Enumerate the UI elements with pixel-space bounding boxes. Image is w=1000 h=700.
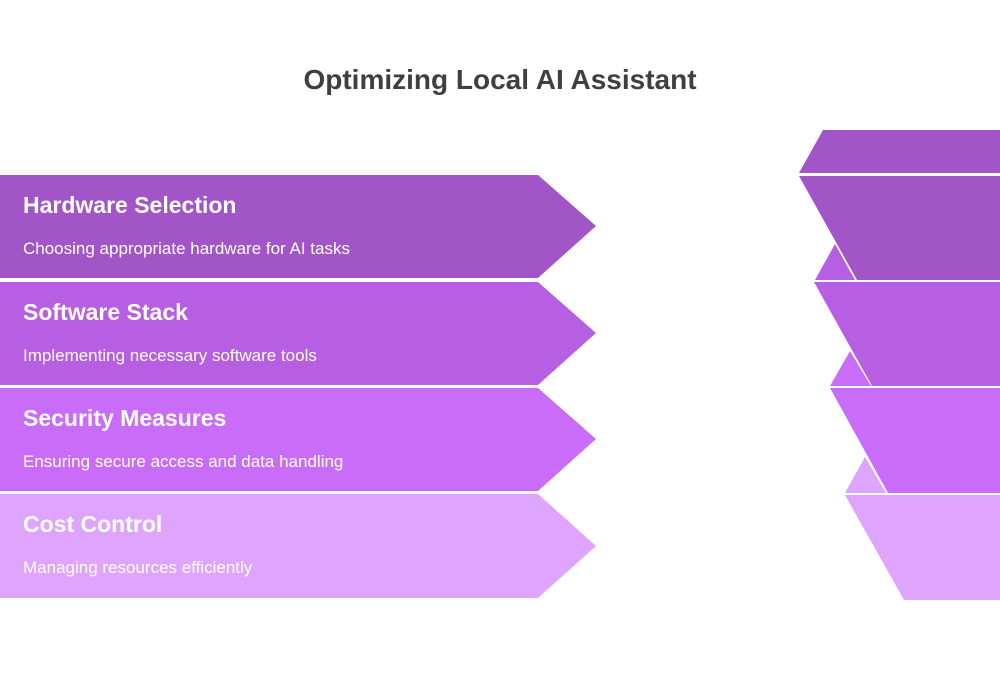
stack-fold-4	[845, 457, 886, 493]
step-heading: Cost Control	[23, 511, 163, 537]
step-description: Ensuring secure access and data handling	[23, 452, 344, 471]
arrow-cost-control	[0, 494, 596, 598]
step-heading: Software Stack	[23, 299, 188, 325]
stack-fold-2	[815, 244, 855, 280]
stack-fold-3	[830, 351, 871, 386]
stack-band-4	[845, 495, 1000, 600]
arrow-software-stack	[0, 282, 596, 385]
step-description: Implementing necessary software tools	[23, 346, 317, 365]
stack-band-3	[830, 388, 1000, 493]
step-heading: Hardware Selection	[23, 192, 237, 218]
step-heading: Security Measures	[23, 405, 227, 431]
arrow-security-measures	[0, 388, 596, 491]
stack-band-2	[814, 282, 1000, 386]
stack-band-1	[799, 176, 1000, 280]
diagram-title: Optimizing Local AI Assistant	[303, 64, 697, 95]
arrow-hardware-selection	[0, 175, 596, 278]
stack-cap	[799, 130, 1000, 173]
step-description: Managing resources efficiently	[23, 558, 253, 577]
step-description: Choosing appropriate hardware for AI tas…	[23, 239, 350, 258]
